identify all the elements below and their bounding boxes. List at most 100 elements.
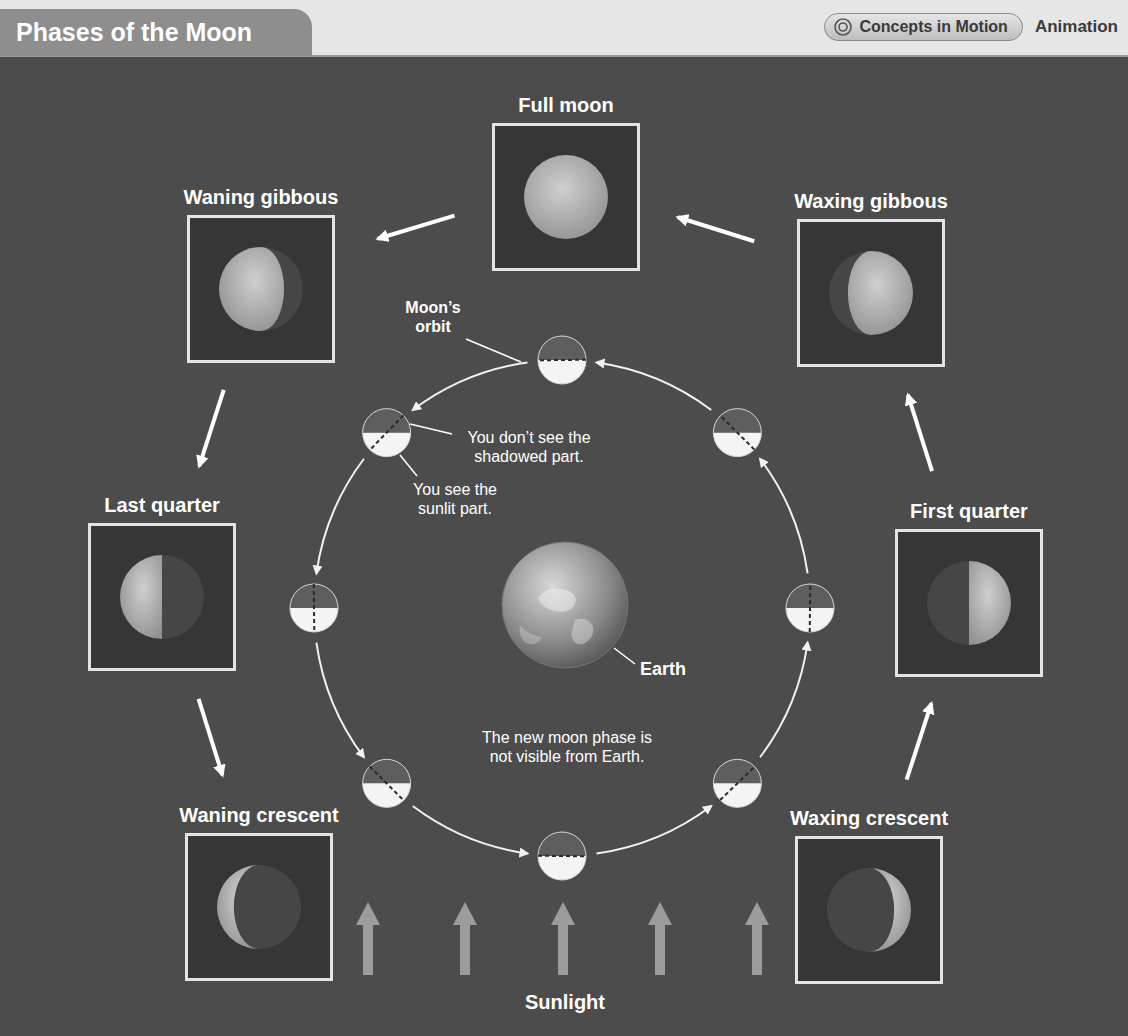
phase-picture	[188, 836, 330, 978]
phase-arrow	[199, 699, 223, 775]
callout-label: You see the sunlit part.	[405, 480, 505, 518]
earth-globe	[502, 542, 628, 668]
axis-label: Sunlight	[465, 990, 665, 1014]
moon-outline	[538, 832, 586, 880]
callout-label: Earth	[640, 659, 686, 681]
phase-frame	[895, 529, 1043, 677]
note-text: The new moon phase is not visible from E…	[474, 728, 660, 766]
sunlight-arrow	[356, 902, 380, 975]
moon-dark-half	[363, 409, 411, 433]
moon-dark-half	[538, 336, 586, 360]
earth-land	[571, 619, 593, 644]
moon-lit-side	[120, 555, 162, 639]
phase-name: Full moon	[516, 93, 616, 117]
header-band	[0, 0, 1128, 56]
earth-figure	[502, 542, 628, 668]
moon-dark-side	[219, 247, 303, 331]
moon-lit-side	[524, 155, 608, 239]
feature-badge: Concepts in Motion	[824, 13, 1022, 41]
phase-name: Waxing gibbous	[792, 189, 950, 213]
moon-lit-side	[217, 865, 259, 949]
view-divider	[720, 416, 754, 450]
moon-outline	[713, 759, 761, 807]
phase-moon	[120, 555, 204, 639]
sunlight-arrow	[551, 902, 575, 975]
phase-moon	[219, 247, 303, 331]
phase-frame	[187, 215, 335, 363]
view-divider	[809, 584, 812, 632]
phase-arrow	[199, 390, 223, 466]
phase-box: Full moon	[492, 93, 640, 271]
orbit-arrow	[597, 806, 712, 854]
phase-moon	[827, 868, 911, 952]
sunlight-arrow	[453, 902, 477, 975]
phase-name: Waning crescent	[177, 803, 340, 827]
view-divider	[313, 584, 316, 632]
moon-orbit	[290, 336, 834, 880]
moon-dark-half	[363, 759, 411, 783]
phase-picture	[190, 218, 332, 360]
orbit-moon	[538, 336, 586, 384]
phase-frame	[185, 833, 333, 981]
moon-dark-side	[829, 251, 913, 335]
phase-picture	[800, 222, 942, 364]
moon-outline	[713, 409, 761, 457]
moon-outline	[538, 336, 586, 384]
moon-lit-half	[713, 783, 761, 807]
orbit-moon	[538, 832, 586, 880]
phase-box: First quarter	[895, 499, 1043, 677]
phase-moon	[217, 865, 301, 949]
phase-picture	[798, 839, 940, 981]
orbit-moon	[786, 584, 834, 632]
moon-lit-half	[363, 433, 411, 457]
animation-icon	[833, 17, 853, 37]
leader-lines	[400, 339, 635, 664]
icon-ring	[839, 23, 847, 31]
orbit-arrow	[413, 806, 528, 854]
moon-dark-half	[538, 832, 586, 856]
callout-label: Moon’s orbit	[398, 298, 468, 336]
moon-lit-side	[869, 868, 911, 952]
orbit-arrow	[760, 643, 808, 758]
phase-name: First quarter	[908, 499, 1030, 523]
moon-dark-side	[524, 155, 608, 239]
phase-box: Waning crescent	[177, 803, 340, 981]
phase-arrow	[378, 216, 455, 239]
moon-outline	[786, 584, 834, 632]
moon-lit-half	[363, 783, 411, 807]
phase-frame	[797, 219, 945, 367]
moon-dark-side	[120, 555, 204, 639]
phase-picture	[898, 532, 1040, 674]
orbit-arrow	[316, 643, 364, 758]
phase-box: Last quarter	[88, 493, 236, 671]
view-divider	[370, 766, 404, 800]
phase-moon	[927, 561, 1011, 645]
phase-box: Waxing crescent	[788, 806, 950, 984]
moon-lit-side	[969, 561, 1011, 645]
phase-arrow	[908, 395, 932, 471]
phase-box: Waning gibbous	[182, 185, 341, 363]
feature-tag: Animation	[1035, 17, 1118, 37]
sunlight-arrow	[648, 902, 672, 975]
leader-line	[466, 339, 521, 362]
phase-frame	[492, 123, 640, 271]
orbit-moon	[363, 409, 411, 457]
earth-land	[538, 588, 576, 612]
orbit-moon	[713, 409, 761, 457]
moon-dark-half	[713, 759, 761, 783]
phase-arrow	[907, 703, 932, 779]
moon-outline	[363, 759, 411, 807]
phase-frame	[795, 836, 943, 984]
moon-lit-side	[848, 251, 913, 335]
moon-outline	[363, 409, 411, 457]
phase-arrow	[678, 217, 754, 241]
phase-name: Last quarter	[102, 493, 222, 517]
orbit-moon	[290, 584, 338, 632]
phase-moon	[524, 155, 608, 239]
moon-dark-side	[927, 561, 1011, 645]
moon-outline	[290, 584, 338, 632]
badge-bar: Concepts in Motion Animation	[824, 13, 1118, 41]
panel-ground	[0, 56, 1128, 1036]
moon-lit-side	[219, 247, 284, 331]
